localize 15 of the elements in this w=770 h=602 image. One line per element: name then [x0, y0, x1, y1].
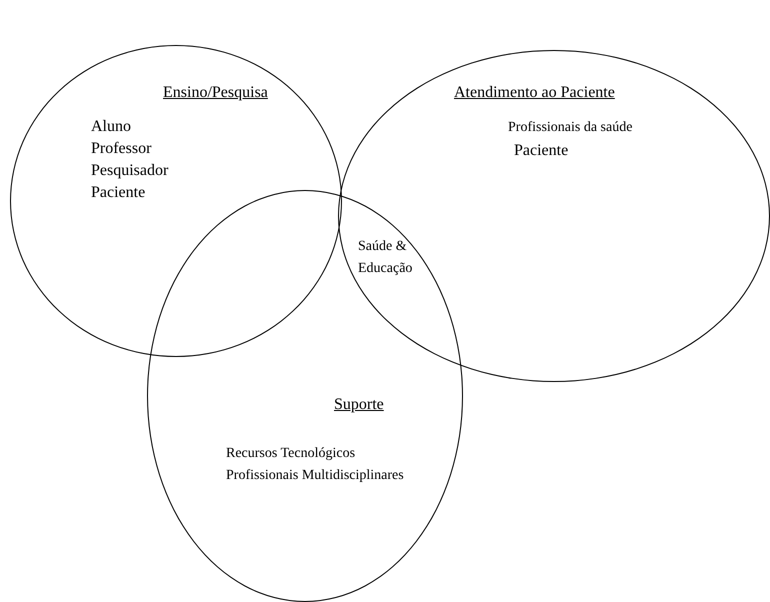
member-text: Profissionais da saúde: [508, 120, 632, 136]
member-text: Pesquisador: [91, 162, 168, 180]
set-heading: Suporte: [334, 396, 384, 414]
venn-ellipse: [147, 190, 463, 602]
set-heading: Ensino/Pesquisa: [163, 84, 268, 102]
set-heading: Atendimento ao Paciente: [454, 84, 615, 102]
member-text: Aluno: [91, 118, 131, 136]
member-text: Profissionais Multidisciplinares: [226, 468, 404, 484]
member-text: Professor: [91, 140, 152, 158]
venn-ellipse: [338, 50, 770, 382]
member-text: Recursos Tecnológicos: [226, 446, 356, 462]
member-text: Paciente: [514, 142, 568, 160]
member-text: Paciente: [91, 184, 146, 202]
intersection-label: Saúde & Educação: [358, 238, 414, 278]
venn-ellipse: [10, 45, 342, 357]
